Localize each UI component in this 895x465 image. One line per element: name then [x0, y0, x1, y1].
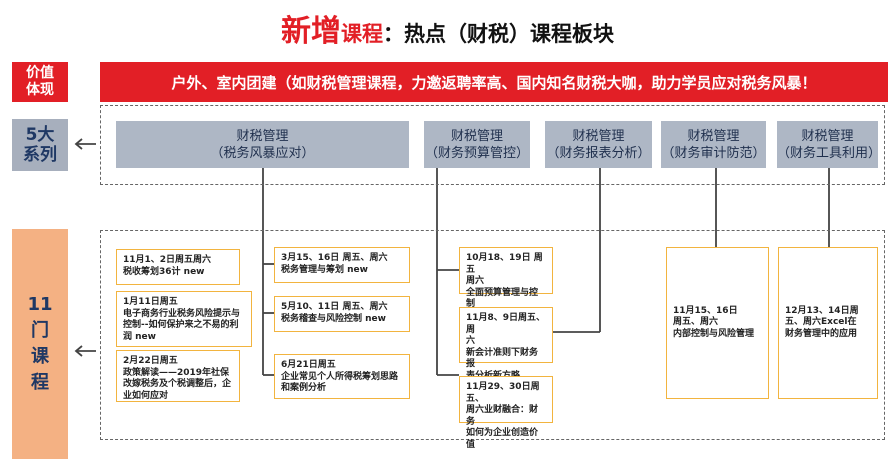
course-line: 11月8、9日周五、周	[466, 313, 546, 335]
title-highlight: 新增	[281, 14, 341, 49]
course-box: 2月22日周五 政策解读——2019年社保 改嫁税务及个税调整后，企 业如何应对	[116, 350, 240, 402]
course-box: 6月21日周五 企业常见个人所得税筹划思路 和案例分析	[274, 354, 410, 399]
course-line: 控制--如何保护来之不易的利	[123, 320, 239, 330]
courses-label-line2: 门	[31, 320, 49, 341]
course-line: 表分析新方略	[466, 371, 546, 383]
category-line2: （税务风暴应对）	[210, 145, 315, 161]
category-audit-prevention: 财税管理（财务审计防范）	[661, 121, 766, 168]
course-box: 12月13、14日周 五、周六Excel在 财务管理中的应用	[778, 247, 878, 399]
course-line: 1月11日周五	[123, 297, 178, 307]
course-box: 1月11日周五 电子商务行业税务风险提示与 控制--如何保护来之不易的利 润 n…	[116, 291, 252, 347]
course-line: 企业常见个人所得税筹划思路	[281, 371, 399, 382]
course-line: 全面预算管理与控制	[466, 287, 539, 310]
series-label: 5大系列	[12, 119, 68, 171]
category-line1: 财税管理	[801, 128, 854, 144]
courses-label-line4: 程	[31, 372, 49, 393]
category-tax-storm: 财税管理（税务风暴应对）	[116, 121, 409, 168]
category-line1: 财税管理	[450, 128, 503, 144]
category-line2: （财务预算管控）	[424, 145, 529, 161]
category-line1: 财税管理	[572, 128, 625, 144]
value-label: 价值体现	[12, 62, 68, 102]
course-line: 11月1、2日周五周六	[123, 255, 212, 265]
category-line1: 财税管理	[687, 128, 740, 144]
course-box: 10月18、19日 周五 周六 全面预算管理与控制	[459, 247, 553, 309]
course-line: 周五、周六	[673, 317, 719, 328]
course-line: 润 new	[123, 331, 156, 342]
value-label-line1: 价值	[26, 65, 54, 81]
course-line: 和案例分析	[281, 383, 327, 393]
title-course-word: 课程	[341, 22, 383, 46]
course-line: 5月10、11日 周五、周六	[281, 302, 388, 312]
courses-label-line3: 课	[31, 346, 49, 367]
courses-container	[100, 230, 885, 440]
value-label-line2: 体现	[26, 82, 54, 98]
courses-label: 11 门课程	[12, 229, 68, 459]
series-label-line1: 5大	[25, 125, 55, 145]
course-box: 11月1、2日周五周六 税收筹划36计 new	[116, 249, 240, 285]
page-title: 新增课程：热点（财税）课程板块	[0, 6, 895, 50]
category-budget-control: 财税管理（财务预算管控）	[424, 121, 530, 168]
course-line: 税务管理与筹划 new	[281, 264, 368, 275]
course-line: 改嫁税务及个税调整后，企	[123, 379, 232, 389]
courses-label-line1: 11	[27, 294, 53, 315]
course-line: 周六	[466, 276, 485, 286]
category-tool-usage: 财税管理（财务工具利用）	[777, 121, 882, 168]
course-line: 如何为企业创造价值	[466, 428, 539, 450]
course-line: 税务稽查与风险控制 new	[281, 313, 386, 324]
course-line: 政策解读——2019年社保	[123, 367, 230, 378]
category-line2: （财务报表分析）	[546, 145, 651, 161]
course-line: 财务管理中的应用	[785, 328, 858, 339]
course-line: 六	[466, 336, 476, 346]
series-label-line2: 系列	[23, 145, 57, 165]
category-line1: 财税管理	[236, 128, 289, 144]
course-line: 2月22日周五	[123, 356, 178, 366]
course-line: 12月13、14日周	[785, 305, 859, 316]
course-box: 11月29、30日周五、 周六业财融合：财务 如何为企业创造价值	[459, 376, 553, 450]
course-line: 11月29、30日周五、	[466, 382, 540, 404]
course-line: 五、周六Excel在	[785, 317, 857, 328]
category-line2: （财务审计防范）	[661, 145, 766, 161]
course-line: 3月15、16日 周五、周六	[281, 253, 388, 263]
category-line2: （财务工具利用）	[777, 145, 882, 161]
course-line: 10月18、19日 周五	[466, 253, 543, 275]
value-banner: 户外、室内团建（如财税管理课程，力邀返聘率高、国内知名财税大咖，助力学员应对税务…	[100, 62, 888, 102]
category-report-analysis: 财税管理（财务报表分析）	[545, 121, 652, 168]
course-box: 5月10、11日 周五、周六 税务稽查与风险控制 new	[274, 296, 410, 332]
course-line: 新会计准则下财务报	[466, 347, 539, 370]
course-box: 11月8、9日周五、周 六 新会计准则下财务报 表分析新方略	[459, 307, 553, 381]
course-line: 周六业财融合：财务	[466, 405, 539, 427]
course-line: 内部控制与风险管理	[673, 328, 755, 339]
course-line: 11月15、16日	[673, 305, 738, 316]
course-line: 6月21日周五	[281, 360, 336, 370]
course-line: 业如何应对	[123, 390, 169, 401]
course-box: 3月15、16日 周五、周六 税务管理与筹划 new	[274, 247, 410, 283]
course-line: 税收筹划36计 new	[123, 266, 205, 277]
course-box: 11月15、16日 周五、周六 内部控制与风险管理	[666, 247, 769, 399]
course-line: 电子商务行业税务风险提示与	[123, 308, 241, 319]
series-container	[100, 105, 885, 185]
title-rest: ：热点（财税）课程板块	[383, 22, 614, 46]
